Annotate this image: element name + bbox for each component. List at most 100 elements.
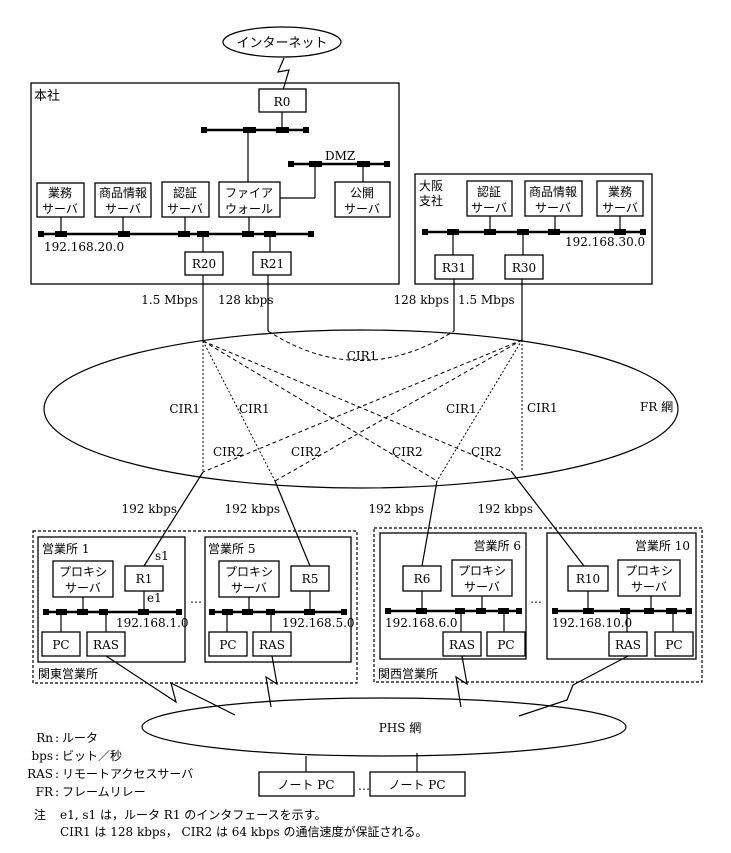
office1-title: 営業所 1 (42, 542, 89, 556)
cir-label-top: CIR1 (347, 349, 378, 363)
svg-text:PC: PC (497, 638, 514, 652)
svg-text:サーバ: サーバ (602, 201, 638, 215)
office6-title: 営業所 6 (474, 539, 521, 553)
svg-text::: : (55, 731, 59, 745)
link-r5 (274, 480, 311, 567)
office10-ras: RAS (608, 631, 648, 657)
cir2-label-1: CIR2 (213, 445, 244, 459)
cir-label-left-inner: CIR1 (239, 402, 270, 416)
osaka-auth-server: 認証 サーバ (466, 180, 513, 217)
link-r31-speed: 128 kbps (393, 293, 449, 307)
office10-title: 営業所 10 (635, 539, 690, 553)
firewall: ファイア ウォール (218, 181, 281, 218)
notebook-pc-2: ノート PC (369, 771, 466, 797)
cir2-label-4: CIR2 (471, 445, 502, 459)
legend: Rn : ルータ bps : ビット／秒 RAS : リモートアクセスサーバ F… (27, 731, 193, 799)
osaka-title-1: 大阪 (419, 179, 443, 193)
office1-pc: PC (41, 631, 81, 657)
svg-text:RAS: RAS (27, 767, 53, 781)
svg-text:RAS: RAS (615, 638, 641, 652)
svg-text:業務: 業務 (608, 185, 632, 199)
hq-auth-server: 認証 サーバ (161, 181, 210, 218)
notes: 注 e1, s1 は，ルータ R1 のインタフェースを示す。 CIR1 は 12… (34, 807, 427, 839)
svg-text::: : (55, 785, 59, 799)
svg-text:サーバ: サーバ (464, 580, 500, 594)
svg-text:R31: R31 (442, 261, 466, 275)
svg-text:PC: PC (52, 638, 69, 652)
interface-s1: s1 (155, 549, 169, 563)
hq-product-info-server: 商品情報 サーバ (94, 182, 152, 218)
office10-subnet: 192.168.10.0 (552, 616, 632, 630)
office5-pc: PC (208, 631, 248, 657)
office10-proxy-server: プロキシ サーバ (617, 559, 681, 597)
cir-label-right-inner: CIR1 (446, 402, 477, 416)
svg-text:プロキシ: プロキシ (458, 564, 506, 578)
svg-text:サーバ: サーバ (631, 580, 667, 594)
link-r10 (510, 470, 585, 567)
svg-text:RAS: RAS (259, 638, 285, 652)
hq-public-server: 公開 サーバ (334, 181, 391, 218)
pvc-r30-r5 (274, 339, 523, 482)
svg-text:RAS: RAS (93, 638, 119, 652)
notebook-pc-1: ノート PC (258, 771, 355, 797)
notes-prefix: 注 (34, 807, 46, 822)
svg-text:サーバ: サーバ (167, 202, 203, 216)
svg-text:商品情報: 商品情報 (99, 185, 147, 200)
svg-text:サーバ: サーバ (535, 201, 571, 215)
svg-text:ビット／秒: ビット／秒 (62, 749, 122, 763)
svg-text:R20: R20 (192, 257, 216, 271)
router-r31: R31 (434, 254, 474, 280)
office1-ras: RAS (86, 631, 126, 657)
link-r6 (421, 480, 438, 567)
svg-text:プロキシ: プロキシ (59, 565, 107, 579)
svg-text:プロキシ: プロキシ (625, 564, 673, 578)
kansai-ellipsis: … (530, 592, 542, 606)
router-r30: R30 (504, 254, 544, 280)
router-r5: R5 (290, 565, 330, 592)
office10-pc: PC (654, 631, 694, 657)
svg-text:FR: FR (36, 785, 54, 799)
cir-label-left-outer: CIR1 (169, 402, 200, 416)
svg-text:業務: 業務 (48, 186, 72, 200)
svg-text::: : (55, 767, 59, 781)
kanto-title: 関東営業所 (38, 667, 98, 681)
svg-text:公開: 公開 (350, 186, 374, 200)
office5-region (204, 536, 352, 663)
phs-ellipsis: … (358, 779, 370, 793)
link-r5-speed: 192 kbps (224, 502, 280, 516)
pvc-r30-r1 (202, 339, 523, 473)
svg-text:サーバ: サーバ (231, 581, 267, 595)
svg-text:プロキシ: プロキシ (225, 565, 273, 579)
svg-text:R5: R5 (302, 572, 319, 586)
svg-text:認証: 認証 (173, 185, 197, 200)
svg-text:サーバ: サーバ (105, 202, 141, 216)
router-r10: R10 (567, 565, 609, 592)
office5-title: 営業所 5 (208, 542, 255, 556)
pvc-r20-r6 (202, 340, 438, 482)
office6-proxy-server: プロキシ サーバ (451, 559, 513, 597)
svg-text:Rn: Rn (36, 731, 53, 745)
svg-text:R1: R1 (136, 572, 153, 586)
office5-ras: RAS (252, 631, 292, 657)
cir-label-right-outer: CIR1 (527, 401, 558, 415)
link-r1-speed: 192 kbps (121, 502, 177, 516)
router-r1: R1 (124, 565, 164, 592)
wireless-link-office5 (265, 655, 278, 708)
kanto-region (32, 530, 358, 684)
svg-text:商品情報: 商品情報 (529, 184, 577, 199)
svg-text:R21: R21 (260, 257, 284, 271)
office1-proxy-server: プロキシ サーバ (52, 560, 114, 598)
svg-text:ノート PC: ノート PC (277, 778, 334, 792)
svg-text:リモートアクセスサーバ: リモートアクセスサーバ (62, 767, 193, 781)
kansai-title: 関西営業所 (378, 667, 438, 681)
office1-subnet: 192.168.1.0 (116, 616, 189, 630)
wireless-link-office6 (455, 655, 468, 708)
router-r0-label: R0 (274, 95, 291, 109)
phs-network-label: PHS 網 (379, 721, 422, 735)
svg-text:フレームリレー: フレームリレー (62, 785, 146, 799)
svg-text:認証: 認証 (477, 184, 501, 199)
svg-text:サーバ: サーバ (65, 581, 101, 595)
link-r21-speed: 128 kbps (218, 293, 274, 307)
dmz-label: DMZ (325, 149, 355, 163)
cir2-label-2: CIR2 (291, 445, 322, 459)
